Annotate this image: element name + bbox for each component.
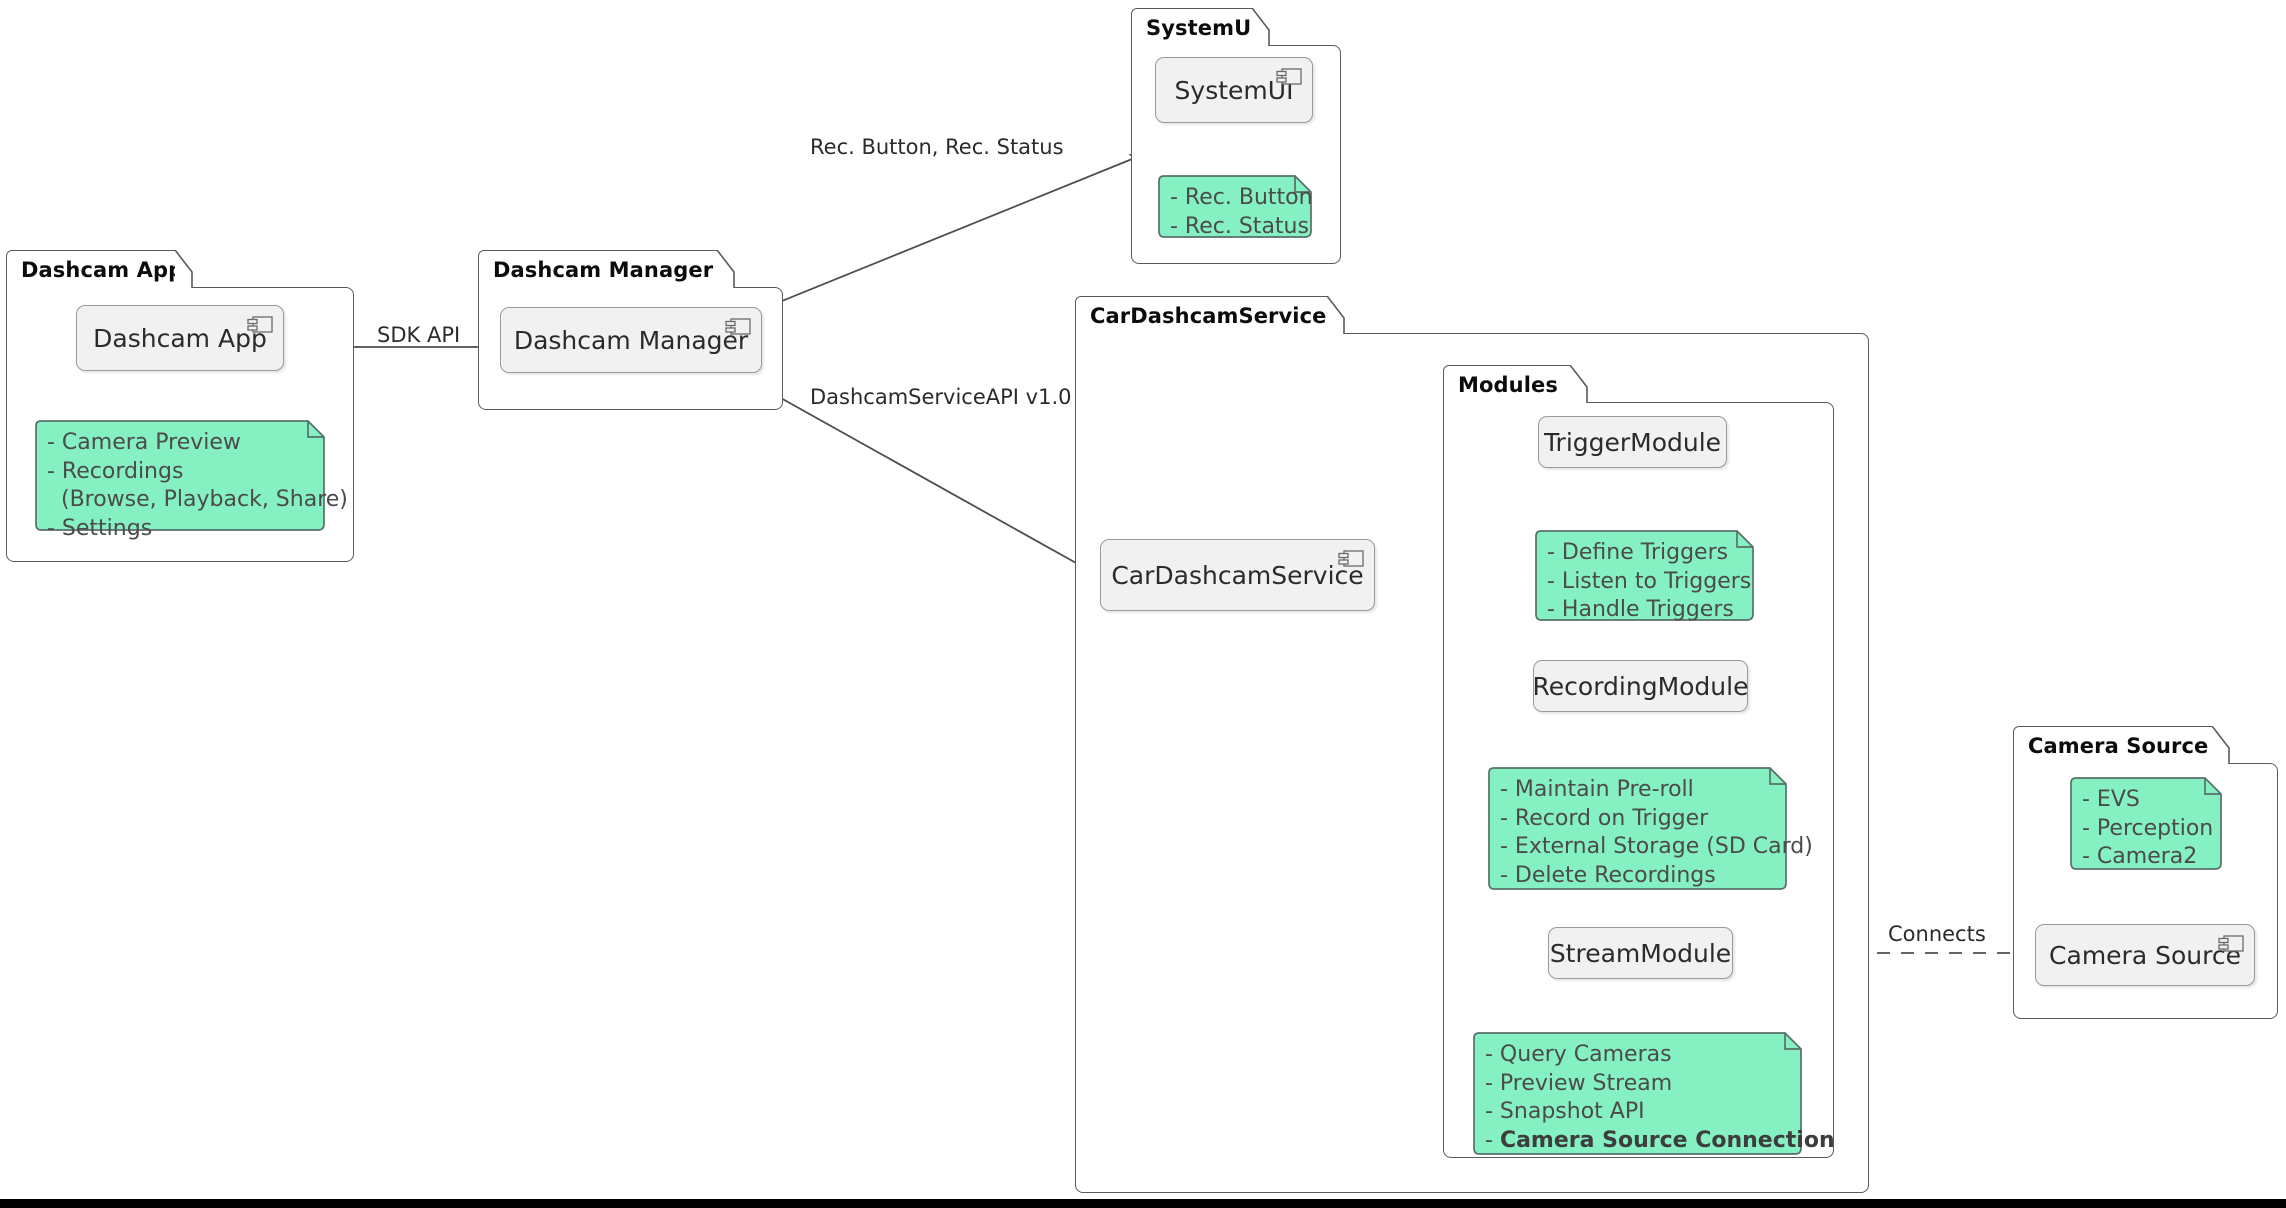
component-label-dashcam-app: Dashcam App <box>93 323 267 353</box>
package-tab-slant-dashcam-manager <box>717 250 735 288</box>
note-dashcam-app: - Camera Preview - Recordings (Browse, P… <box>32 418 348 541</box>
note-line-camera-source-connection: Camera Source Connection <box>1499 1127 1835 1153</box>
component-label-systemui: SystemUI <box>1174 75 1294 105</box>
package-tab-systemui: SystemUI <box>1131 8 1259 46</box>
note-text-streammodule: - Query Cameras - Preview Stream - Snaps… <box>1470 1030 1835 1165</box>
note-text-camera-source: - EVS - Perception - Camera2 <box>2082 787 2214 870</box>
note-text-dashcam-app: - Camera Preview - Recordings (Browse, P… <box>47 430 348 541</box>
component-streammodule[interactable]: StreamModule <box>1548 927 1733 979</box>
note-line-dash: - <box>1485 1127 1500 1153</box>
package-tab-slant-camera-source <box>2212 726 2230 764</box>
component-icon <box>2218 935 2244 952</box>
component-recordingmodule[interactable]: RecordingModule <box>1533 660 1748 712</box>
package-label-camera-source: Camera Source <box>2028 733 2209 758</box>
edge-label-rec-button-rec-status: Rec. Button, Rec. Status <box>810 135 1064 159</box>
edge-label-dashcamserviceapi: DashcamServiceAPI v1.0 <box>810 385 1072 409</box>
component-dashcam-manager[interactable]: Dashcam Manager <box>500 307 762 373</box>
note-line-preview-stream: - Preview Stream <box>1485 1070 1673 1096</box>
package-tab-slant-cardashcamservice <box>1327 296 1345 334</box>
package-label-dashcam-manager: Dashcam Manager <box>493 257 714 282</box>
package-tab-dashcam-manager: Dashcam Manager <box>478 250 718 288</box>
note-streammodule: - Query Cameras - Preview Stream - Snaps… <box>1470 1030 1835 1160</box>
note-camera-source: - EVS - Perception - Camera2 <box>2067 775 2225 875</box>
package-tab-dashcam-app: Dashcam App <box>6 250 183 288</box>
note-text-systemui: - Rec. Button - Rec. Status <box>1170 185 1313 239</box>
edge-manager-to-service <box>744 377 1095 574</box>
note-text-recordingmodule: - Maintain Pre-roll - Record on Trigger … <box>1500 777 1813 888</box>
note-systemui: - Rec. Button - Rec. Status <box>1155 173 1315 243</box>
component-systemui[interactable]: SystemUI <box>1155 57 1313 123</box>
package-label-dashcam-app: Dashcam App <box>21 257 184 282</box>
component-icon <box>247 316 273 333</box>
note-recordingmodule: - Maintain Pre-roll - Record on Trigger … <box>1485 765 1813 895</box>
package-label-modules: Modules <box>1458 372 1558 397</box>
package-tab-cardashcamservice: CarDashcamService <box>1075 296 1328 334</box>
package-label-cardashcamservice: CarDashcamService <box>1090 303 1327 328</box>
component-label-camera-source: Camera Source <box>2049 940 2241 970</box>
edge-manager-to-systemui <box>734 154 1144 321</box>
component-label-cardashcamservice: CarDashcamService <box>1111 560 1364 590</box>
component-camera-source[interactable]: Camera Source <box>2035 924 2255 986</box>
package-tab-camera-source: Camera Source <box>2013 726 2213 764</box>
note-line-snapshot-api: - Snapshot API <box>1485 1099 1645 1125</box>
note-text-triggermodule: - Define Triggers - Listen to Triggers -… <box>1547 540 1752 623</box>
edge-label-connects: Connects <box>1888 922 1986 946</box>
component-icon <box>1276 68 1302 85</box>
note-line-query-cameras: - Query Cameras <box>1485 1042 1672 1067</box>
package-tab-modules: Modules <box>1443 365 1571 403</box>
package-label-systemui: SystemUI <box>1146 15 1260 40</box>
component-icon <box>725 318 751 335</box>
bottom-border-bar <box>0 1199 2286 1208</box>
component-dashcam-app[interactable]: Dashcam App <box>76 305 284 371</box>
note-triggermodule: - Define Triggers - Listen to Triggers -… <box>1532 528 1757 626</box>
component-label-streammodule: StreamModule <box>1549 938 1732 968</box>
component-cardashcamservice[interactable]: CarDashcamService <box>1100 539 1375 611</box>
edge-label-sdk-api: SDK API <box>377 323 461 347</box>
component-label-recordingmodule: RecordingModule <box>1532 671 1749 701</box>
package-tab-slant-modules <box>1570 365 1588 403</box>
component-label-dashcam-manager: Dashcam Manager <box>513 325 749 355</box>
component-icon <box>1338 550 1364 567</box>
component-triggermodule[interactable]: TriggerModule <box>1538 416 1727 468</box>
component-label-triggermodule: TriggerModule <box>1543 427 1722 457</box>
